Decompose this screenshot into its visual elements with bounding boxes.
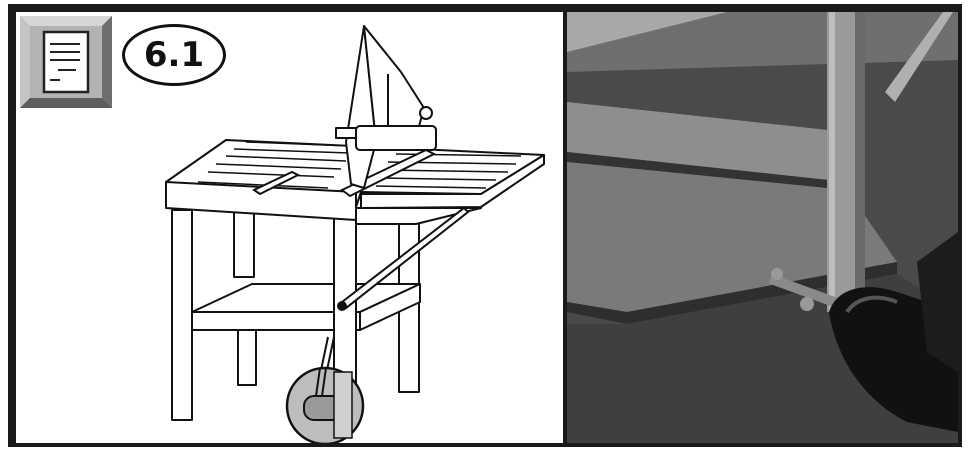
photo-panel [567,12,958,443]
foot-pedal-detail [285,366,365,443]
saw-table-illustration [165,25,545,443]
document-icon [20,16,112,108]
document-badge [20,16,112,108]
instruction-frame: 6.1 [8,4,962,447]
front-left-leg [171,209,193,421]
diagram-panel: 6.1 [16,12,563,443]
rear-left-leg [233,206,255,278]
step-number: 6.1 [122,24,226,86]
foot-pedal-photo [567,12,958,443]
